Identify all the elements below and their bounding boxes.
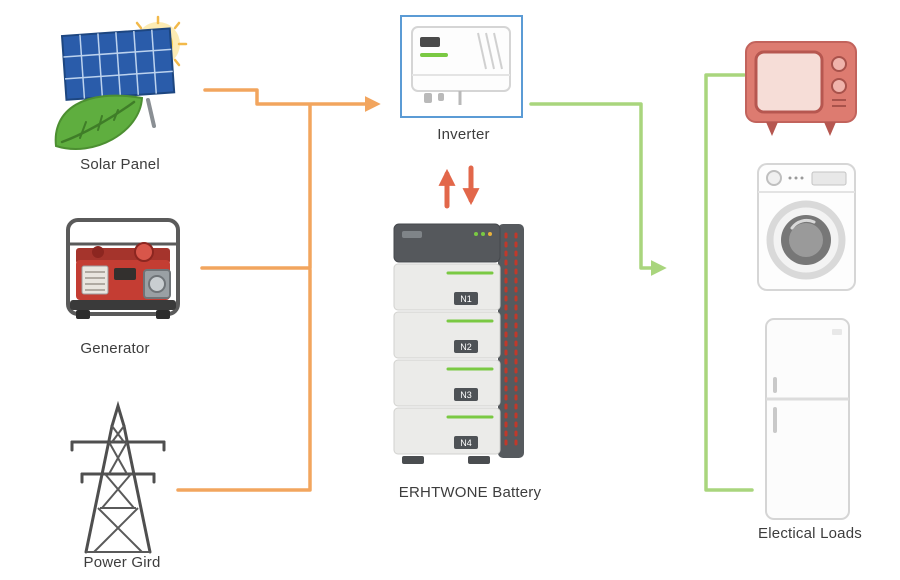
solar-to-inverter-line [203, 88, 381, 112]
battery-module-label: N1 [460, 294, 472, 304]
generator-node [52, 200, 192, 340]
electrical-loads-label: Electical Loads [758, 525, 862, 542]
washing-machine-node [754, 160, 859, 295]
battery-module-label: N4 [460, 438, 472, 448]
power-grid-label: Power Gird [83, 554, 161, 571]
tv-icon [745, 41, 857, 136]
tv-node [742, 38, 860, 138]
power-grid-node [58, 396, 178, 556]
battery-module-label: N2 [460, 342, 472, 352]
refrigerator-icon [765, 318, 850, 520]
power-grid-icon [70, 400, 166, 554]
generator-to-inverter-line [200, 104, 312, 270]
battery-module-label: N3 [460, 390, 472, 400]
refrigerator-node [760, 315, 855, 525]
grid-to-inverter-line [176, 268, 312, 492]
battery-label: ERHTWONE Battery [398, 484, 542, 501]
solar-panel-label: Solar Panel [80, 156, 160, 173]
generator-label: Generator [80, 340, 150, 357]
loads-bus-line [704, 73, 754, 492]
battery-icon: N1 N2 N3 N4 [393, 223, 524, 464]
inverter-icon [411, 26, 511, 105]
inverter-label: Inverter [437, 126, 490, 143]
solar-panel-node [50, 10, 200, 160]
washing-machine-icon [757, 163, 856, 291]
generator-icon [66, 218, 180, 319]
inverter-node [400, 15, 523, 118]
inverter-to-loads-line [529, 102, 667, 276]
solar-panel-icon [54, 15, 188, 150]
battery-node: N1 N2 N3 N4 [390, 218, 535, 466]
